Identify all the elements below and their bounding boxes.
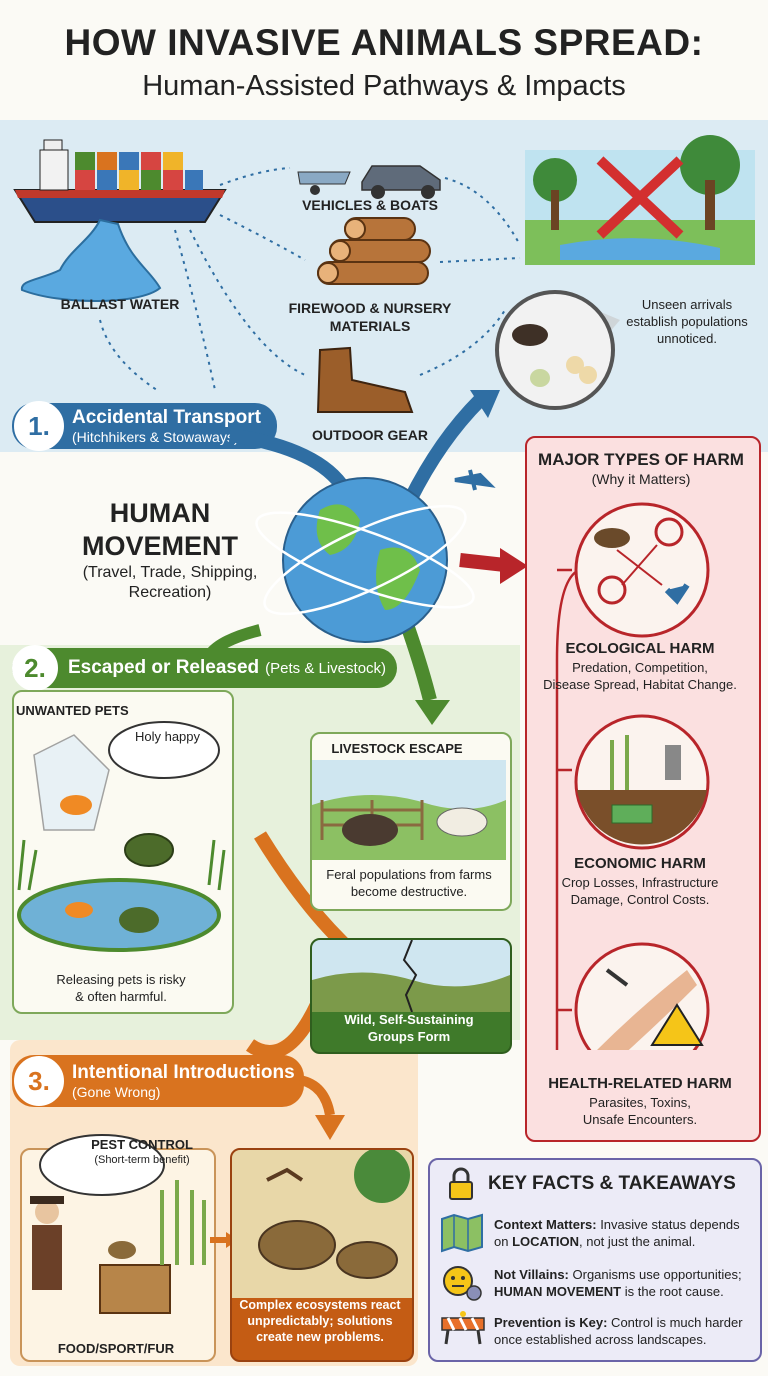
wild-groups-illustration <box>312 940 510 1013</box>
human-line: HUMAN <box>109 498 211 528</box>
boar-icon <box>342 814 398 846</box>
health-harm-line2: Unsafe Encounters. <box>582 1112 698 1127</box>
harm-illustrations <box>555 502 710 1050</box>
health-harm-title: HEALTH-RELATED HARM <box>548 1075 732 1092</box>
thought-bubble-text: Holy happy <box>134 729 201 744</box>
map-icon <box>441 1213 483 1253</box>
harm-title: MAJOR TYPES OF HARM <box>538 450 744 469</box>
escaped-released-pill: 2. Escaped or Released (Pets & Livestock… <box>12 645 397 691</box>
intentional-pill-sub: (Gone Wrong) <box>72 1084 161 1100</box>
farmer-illustration <box>30 1134 206 1314</box>
farmer-icon <box>32 1225 62 1290</box>
economic-harm-line2: Damage, Control Costs. <box>570 892 710 907</box>
ecological-harm-line2: Disease Spread, Habitat Change. <box>543 677 737 692</box>
fact-context-location: LOCATION <box>512 1234 579 1249</box>
pets-caption-line1: Releasing pets is risky <box>56 972 186 987</box>
roadblock-icon <box>441 1311 485 1345</box>
fact-context-bold: Context Matters: <box>494 1217 597 1232</box>
car-boat-icon <box>297 165 441 199</box>
result-line1: Complex ecosystems react <box>239 1298 401 1312</box>
unseen-line1: Unseen arrivals <box>641 297 733 312</box>
turtle-icon <box>124 833 174 867</box>
livestock-caption-line1: Feral populations from farms <box>326 867 492 882</box>
fact-villains-text-a: Organisms use opportunities; <box>568 1267 742 1282</box>
fact-context-text-b: on <box>494 1234 513 1249</box>
lock-icon <box>449 1167 473 1200</box>
intentional-pill-title: Intentional Introductions <box>72 1062 295 1083</box>
fact-prevention-text-a: Control is much harder <box>607 1315 743 1330</box>
crate-icon <box>99 1264 171 1314</box>
intentional-arrow <box>298 1075 345 1140</box>
movement-line: MOVEMENT <box>81 531 238 561</box>
escaped-pill-title: Escaped or Released <box>68 657 260 678</box>
ecosystem-result-panel <box>230 1148 414 1362</box>
ballast-water-label: BALLAST WATER <box>60 296 180 312</box>
ballast-water-icon <box>20 218 162 302</box>
goldfish-icon <box>60 795 92 815</box>
food-sport-fur-label: FOOD/SPORT/FUR <box>57 1341 175 1356</box>
outdoor-gear-label: OUTDOOR GEAR <box>312 427 428 443</box>
fact-villains-line1: Not Villains: Organisms use opportunitie… <box>494 1266 756 1283</box>
livestock-illustration <box>312 760 506 860</box>
habitat-scene-icon <box>525 135 755 265</box>
fact-context-text-a: Invasive status depends <box>596 1217 740 1232</box>
firewood-icon <box>317 217 431 285</box>
page-subtitle: Human-Assisted Pathways & Impacts <box>142 70 626 102</box>
result-line2: unpredictably; solutions <box>247 1314 393 1328</box>
fact-villains-text-b: is the root cause. <box>621 1284 724 1299</box>
wild-groups-line1: Wild, Self-Sustaining <box>344 1012 474 1027</box>
fact-villains-human-movement: HUMAN MOVEMENT <box>494 1284 622 1299</box>
economic-harm-title: ECONOMIC HARM <box>574 855 706 872</box>
movement-sub-line2: Recreation) <box>128 584 212 601</box>
fact-context-line1: Context Matters: Invasive status depends <box>494 1216 754 1233</box>
ecological-harm-title: ECOLOGICAL HARM <box>565 640 715 657</box>
pets-illustration <box>17 721 226 952</box>
pest-control-bubble-title: PEST CONTROL <box>91 1137 193 1152</box>
fact-context-text-c: , not just the animal. <box>579 1234 696 1249</box>
gear-face-icon <box>443 1266 482 1301</box>
health-harm-line1: Parasites, Toxins, <box>589 1095 691 1110</box>
fact-villains-bold: Not Villains: <box>494 1267 569 1282</box>
human-movement-sub: (Travel, Trade, Shipping, Recreation) <box>60 563 280 603</box>
intentional-pill: 3. Intentional Introductions (Gone Wrong… <box>12 1055 304 1107</box>
result-line3: create new problems. <box>256 1330 384 1344</box>
economic-harm-line1: Crop Losses, Infrastructure <box>561 875 719 890</box>
section-number-3: 3. <box>14 1056 64 1106</box>
pest-control-bubble-sub: (Short-term benefit) <box>94 1154 190 1166</box>
goat-icon <box>436 807 488 837</box>
firewood-label-line2: MATERIALS <box>329 318 411 334</box>
unseen-line2: establish populations <box>626 314 748 329</box>
toads-illustration <box>232 1150 412 1298</box>
wild-groups-panel <box>310 938 512 1054</box>
page-title: HOW INVASIVE ANIMALS SPREAD: <box>64 22 704 63</box>
section-number-2: 2. <box>12 645 58 691</box>
accidental-pill-sub: (Hitchhikers & Stowaways) <box>72 429 239 445</box>
unseen-line3: unnoticed. <box>657 331 717 346</box>
accidental-illustrations <box>13 135 755 413</box>
ecological-harm-line1: Predation, Competition, <box>572 660 708 675</box>
livestock-title: LIVESTOCK ESCAPE <box>331 741 463 756</box>
fact-villains-line2: HUMAN MOVEMENT is the root cause. <box>494 1283 756 1300</box>
cargo-ship-icon <box>13 139 227 223</box>
globe-icon <box>282 477 448 643</box>
escaped-pill-sub: (Pets & Livestock) <box>265 659 387 677</box>
section-number-1: 1. <box>14 401 64 451</box>
boot-icon <box>316 346 414 413</box>
firewood-label-line1: FIREWOOD & NURSERY <box>288 300 452 316</box>
fact-context-line2: on LOCATION, not just the animal. <box>494 1233 754 1250</box>
unwanted-pets-title: UNWANTED PETS <box>16 703 129 718</box>
livestock-caption-line2: become destructive. <box>350 884 468 899</box>
human-movement-title: HUMAN MOVEMENT <box>60 497 260 563</box>
fact-prevention-line2: once established across landscapes. <box>494 1332 707 1347</box>
toad-icon <box>108 1241 136 1259</box>
harm-subtitle: (Why it Matters) <box>591 471 691 487</box>
fact-prevention-line1: Prevention is Key: Control is much harde… <box>494 1314 756 1331</box>
pets-caption-line2: & often harmful. <box>75 989 167 1004</box>
key-facts-title: KEY FACTS & TAKEAWAYS <box>488 1173 736 1194</box>
fact-prevention-bold: Prevention is Key: <box>494 1315 608 1330</box>
movement-sub-line1: (Travel, Trade, Shipping, <box>82 564 258 581</box>
accidental-pill-title: Accidental Transport <box>72 407 261 428</box>
wild-groups-line2: Groups Form <box>367 1029 451 1044</box>
vehicles-boats-label: VEHICLES & BOATS <box>302 197 438 213</box>
